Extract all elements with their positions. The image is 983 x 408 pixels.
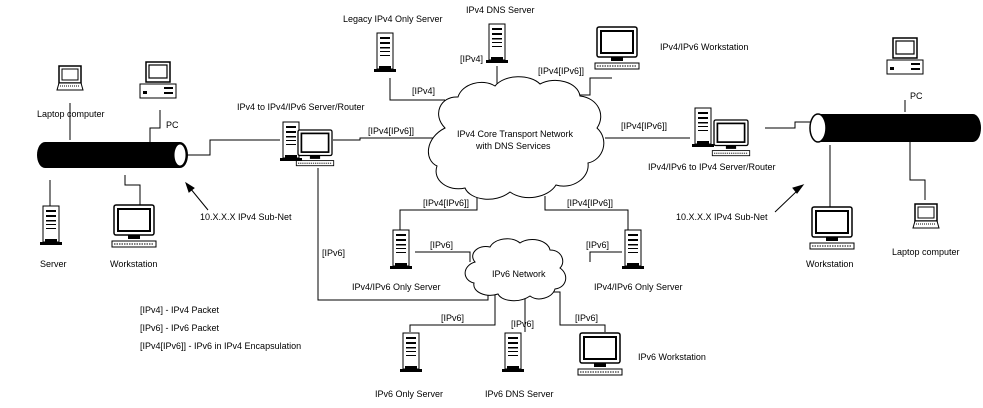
ipv4-dns-server-icon [485,23,509,64]
label-workstation-left: Workstation [110,259,157,269]
left-subnet-backbone [37,142,188,168]
workstation-icon-left [111,204,157,248]
legend-desc: - IPv6 Packet [163,323,220,333]
dual-server-icon-right [621,229,645,270]
link-label-legacy: [IPv4] [412,86,435,96]
label-dual-server-right: IPv4/IPv6 Only Server [594,282,683,292]
link-label-v6-left: [IPv6] [430,240,453,250]
right-subnet-backbone [809,113,981,143]
ipv4-ipv6-workstation-icon [594,26,640,70]
label-subnet-right: 10.X.X.X IPv4 Sub-Net [676,212,768,222]
pc-icon-left [139,61,177,99]
right-router-monitor-icon [711,119,751,157]
label-legacy-ipv4-server: Legacy IPv4 Only Server [343,14,443,24]
link-label-dual-left: [IPv4[IPv6]] [423,198,469,208]
legend-key: [IPv6] [140,323,163,333]
link-label-ws: [IPv4[IPv6]] [538,66,584,76]
link-label-router-left: [IPv4[IPv6]] [368,126,414,136]
label-ipv6-dns-server: IPv6 DNS Server [485,389,554,399]
link-label-v6-only: [IPv6] [441,313,464,323]
ipv4-core-cloud [428,76,605,200]
label-laptop-left: Laptop computer [37,109,105,119]
label-ipv6-network: IPv6 Network [492,269,546,279]
link-label-v6-right: [IPv6] [586,240,609,250]
laptop-icon-left [56,65,84,91]
laptop-icon-right [912,203,940,229]
legacy-server-icon [373,32,397,73]
label-ipv4-dns-server: IPv4 DNS Server [466,5,535,15]
arrows [185,181,805,213]
link-label-router-v6: [IPv6] [322,248,345,258]
link-label-dns: [IPv4] [460,54,483,64]
ipv6-only-server-icon [399,332,423,373]
label-dual-server-left: IPv4/IPv6 Only Server [352,282,441,292]
label-core-network-2: with DNS Services [475,141,551,151]
label-ipv6-only-server: IPv6 Only Server [375,389,443,399]
link-label-v6-ws: [IPv6] [575,313,598,323]
connection-lines [49,66,926,332]
legend-item: [IPv4[IPv6]] - IPv6 in IPv4 Encapsulatio… [140,341,301,351]
label-left-router: IPv4 to IPv4/IPv6 Server/Router [237,102,365,112]
link-label-router-right: [IPv4[IPv6]] [621,121,667,131]
label-pc-left: PC [166,120,179,130]
server-icon-left [39,205,63,246]
label-workstation-right: Workstation [806,259,853,269]
label-core-network-1: IPv4 Core Transport Network [457,129,574,139]
ipv6-dns-server-icon [501,332,525,373]
legend-item: [IPv4] - IPv4 Packet [140,305,220,315]
label-ipv4-ipv6-workstation: IPv4/IPv6 Workstation [660,42,748,52]
ipv6-network-cloud [464,238,567,302]
dual-server-icon-left [389,229,413,270]
label-subnet-left: 10.X.X.X IPv4 Sub-Net [200,212,292,222]
legend-key: [IPv4] [140,305,163,315]
left-router-monitor-icon [295,129,335,167]
right-router-server-icon [691,107,715,148]
legend-item: [IPv6] - IPv6 Packet [140,323,220,333]
legend: [IPv4] - IPv4 Packet [IPv6] - IPv6 Packe… [140,305,301,351]
label-pc-right: PC [910,91,923,101]
label-server-left: Server [40,259,67,269]
workstation-icon-right [809,206,855,250]
link-label-v6-dns: [IPv6] [511,319,534,329]
label-right-router: IPv4/IPv6 to IPv4 Server/Router [648,162,776,172]
legend-desc: - IPv6 in IPv4 Encapsulation [186,341,301,351]
legend-desc: - IPv4 Packet [163,305,220,315]
ipv6-workstation-icon [577,332,623,376]
label-laptop-right: Laptop computer [892,247,960,257]
label-ipv6-workstation: IPv6 Workstation [638,352,706,362]
pc-icon-right [886,37,924,75]
legend-key: [IPv4[IPv6]] [140,341,186,351]
link-label-dual-right: [IPv4[IPv6]] [567,198,613,208]
